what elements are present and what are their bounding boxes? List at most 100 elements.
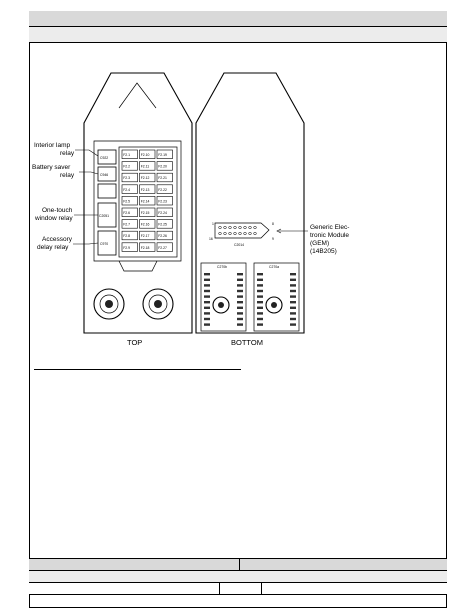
connector-pin	[204, 278, 210, 281]
header-subtitle	[29, 27, 447, 43]
gem-connector	[214, 222, 270, 239]
fuse-f2-24: F2.24	[156, 207, 173, 217]
callout-interior-lamp-line2: relay	[60, 150, 75, 157]
footer-row-1	[29, 559, 447, 571]
connector-pin	[204, 301, 210, 304]
svg-text:F2.15: F2.15	[141, 211, 150, 215]
top-view-panel: C922 C946 C2051 C970 F2.1F2.2F2.3F2.4F2.…	[83, 72, 193, 347]
connector-pin	[237, 301, 243, 304]
gem-pin	[243, 231, 247, 236]
connector-c270a-label: C270a	[269, 265, 279, 269]
fuse-f2-2: F2.2	[121, 161, 138, 171]
gem-pin	[223, 225, 227, 230]
svg-text:F2.2: F2.2	[123, 165, 130, 169]
left-callouts: Interior lamp relay Battery saver relay …	[32, 142, 99, 251]
fuse-f2-9: F2.9	[121, 242, 138, 252]
gem-pin	[243, 225, 247, 230]
leader-gem-arrow	[276, 228, 282, 234]
view-label-top: TOP	[127, 338, 142, 347]
fuse-grid: F2.1F2.2F2.3F2.4F2.5F2.6F2.7F2.8F2.9 F2.1…	[121, 149, 173, 252]
gem-pin	[233, 231, 237, 236]
fuse-f2-21: F2.21	[156, 172, 173, 183]
bottom-stud-left-core	[218, 302, 224, 308]
connector-pin	[237, 284, 243, 287]
connector-pin	[204, 323, 210, 326]
relay-c922-label: C922	[100, 156, 108, 160]
connector-pin	[290, 295, 296, 298]
fuse-f2-17: F2.17	[139, 230, 156, 241]
gem-pin	[218, 225, 222, 230]
gem-pin-end: 8	[272, 222, 274, 226]
fuse-f2-7: F2.7	[121, 219, 138, 229]
connector-pin	[290, 273, 296, 276]
fuse-f2-25: F2.25	[156, 219, 173, 229]
footer-cell-1-1	[29, 559, 239, 571]
callout-gem-line4: (14B205)	[310, 248, 337, 255]
header-title	[29, 11, 447, 27]
svg-text:F2.5: F2.5	[123, 199, 130, 203]
fuse-f2-1: F2.1	[121, 149, 138, 159]
svg-text:F2.3: F2.3	[123, 176, 130, 180]
connector-pin	[257, 289, 263, 293]
fuse-f2-16: F2.16	[139, 219, 156, 229]
svg-text:F2.12: F2.12	[141, 176, 150, 180]
footer-cell-3-1	[29, 583, 219, 595]
fuse-f2-23: F2.23	[156, 196, 173, 206]
svg-text:F2.8: F2.8	[123, 234, 130, 238]
svg-text:F2.20: F2.20	[158, 165, 167, 169]
bottom-connector-pins	[204, 273, 296, 326]
callout-one-touch-line1: One-touch	[42, 207, 73, 214]
top-panel-outline	[83, 72, 193, 334]
relay-c946-label: C946	[100, 173, 108, 177]
connector-pin	[257, 306, 263, 309]
fuse-f2-3: F2.3	[121, 172, 138, 183]
view-label-bottom: BOTTOM	[231, 338, 263, 347]
connector-pin	[204, 317, 210, 321]
relay-blank	[97, 183, 117, 199]
callout-gem-line3: (GEM)	[310, 240, 329, 247]
connector-pin	[237, 317, 243, 321]
connector-pin	[257, 273, 263, 276]
fuse-f2-19: F2.19	[156, 149, 173, 159]
leader-interior-lamp	[75, 149, 99, 157]
footer-cell-2-1	[29, 571, 447, 583]
connector-pin	[204, 289, 210, 293]
gem-pin	[228, 225, 232, 230]
connector-pin	[237, 306, 243, 309]
gem-pin-left: 16	[209, 237, 213, 241]
fuse-bank-frame	[118, 146, 178, 258]
connector-pin	[237, 295, 243, 298]
svg-text:F2.4: F2.4	[123, 188, 130, 192]
callout-battery-saver-line1: Battery saver	[32, 164, 71, 171]
svg-text:F2.25: F2.25	[158, 223, 167, 227]
fuse-f2-4: F2.4	[121, 184, 138, 194]
footer-row-3	[29, 583, 447, 595]
bottom-stud-right-core	[271, 302, 277, 308]
connector-pin	[290, 289, 296, 293]
footer	[29, 558, 447, 608]
connector-pin	[257, 312, 263, 315]
connector-pin	[257, 284, 263, 287]
connector-pin	[257, 295, 263, 298]
connector-pin	[290, 317, 296, 321]
fuse-f2-20: F2.20	[156, 161, 173, 171]
gem-pin	[253, 231, 257, 236]
connector-pin	[237, 312, 243, 315]
top-panel-tab	[118, 260, 158, 272]
svg-text:F2.18: F2.18	[141, 246, 150, 250]
footer-cell-1-2	[239, 559, 447, 571]
svg-text:F2.6: F2.6	[123, 211, 130, 215]
svg-text:F2.9: F2.9	[123, 246, 130, 250]
power-stud-left-core	[105, 300, 113, 308]
svg-text:F2.14: F2.14	[141, 199, 150, 203]
connector-pin	[257, 317, 263, 321]
svg-text:F2.11: F2.11	[141, 165, 150, 169]
fuse-f2-27: F2.27	[156, 242, 173, 252]
leader-accessory	[73, 242, 99, 245]
gem-pin-right: 9	[272, 237, 274, 241]
caption-rule	[34, 369, 241, 370]
top-panel-inner-border	[93, 140, 182, 262]
connector-pin	[290, 306, 296, 309]
connector-pin	[257, 323, 263, 326]
connector-pin	[290, 278, 296, 281]
